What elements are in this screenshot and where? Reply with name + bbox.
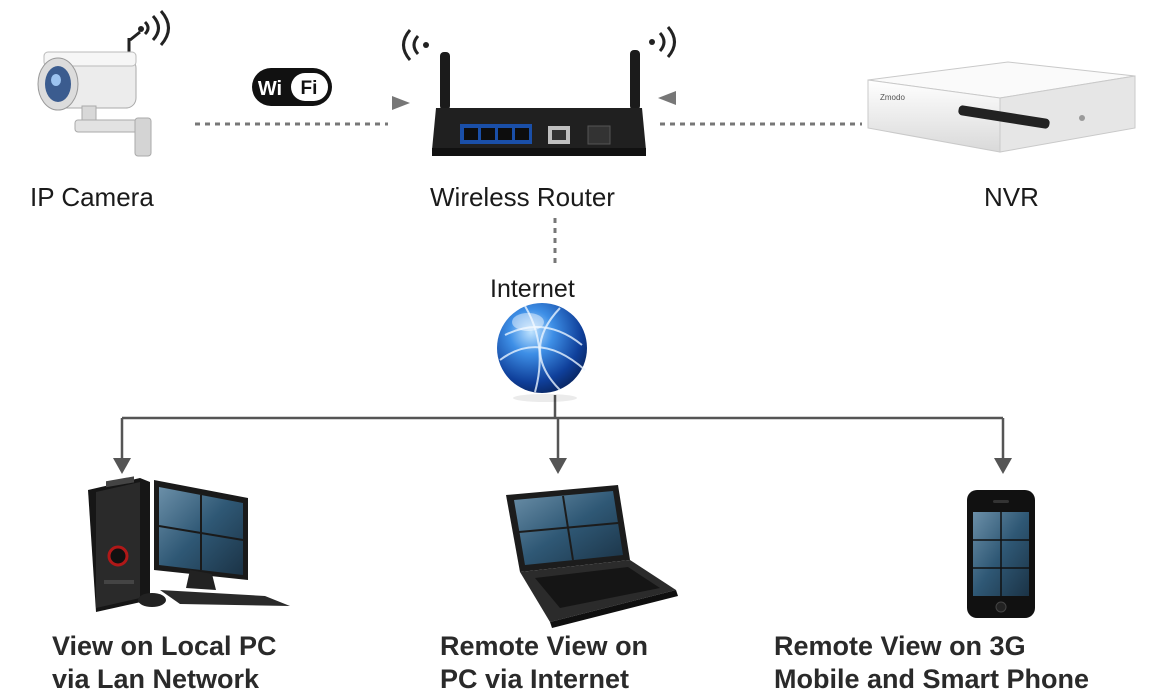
laptop-icon: [506, 485, 678, 628]
remote-pc-label-line1: Remote View on: [440, 631, 649, 661]
wifi-text-left: Wi: [258, 78, 282, 100]
arrow-to-router-right: [658, 91, 676, 105]
arrow-to-router-left: [392, 96, 410, 110]
desktop-pc-icon: [88, 476, 290, 612]
local-pc-label-line1: View on Local PC: [52, 631, 277, 661]
globe-icon: [497, 303, 587, 402]
svg-text:Zmodo: Zmodo: [880, 93, 905, 102]
ip-camera-icon: [37, 10, 170, 157]
remote-pc-label: Remote View on PC via Internet: [440, 630, 648, 696]
ip-camera-label: IP Camera: [30, 182, 154, 212]
wireless-router-icon: [402, 26, 676, 156]
router-label: Wireless Router: [430, 182, 615, 212]
nvr-label: NVR: [984, 182, 1039, 212]
arrow-to-laptop: [549, 458, 567, 474]
remote-pc-label-line2: PC via Internet: [440, 664, 630, 694]
local-pc-label-line2: via Lan Network: [52, 664, 260, 694]
wifi-text-right: Fi: [301, 78, 318, 99]
mobile-label-line1: Remote View on 3G: [774, 631, 1026, 661]
arrow-to-pc: [113, 458, 131, 474]
smartphone-icon: [967, 490, 1035, 618]
distribution-lines: [120, 395, 1005, 460]
internet-label: Internet: [490, 275, 575, 303]
mobile-label: Remote View on 3G Mobile and Smart Phone: [774, 630, 1089, 696]
arrow-to-phone: [994, 458, 1012, 474]
nvr-icon: Zmodo: [867, 61, 1136, 153]
local-pc-label: View on Local PC via Lan Network: [52, 630, 277, 696]
wifi-badge-icon: Wi Fi: [252, 68, 332, 106]
mobile-label-line2: Mobile and Smart Phone: [774, 664, 1090, 694]
